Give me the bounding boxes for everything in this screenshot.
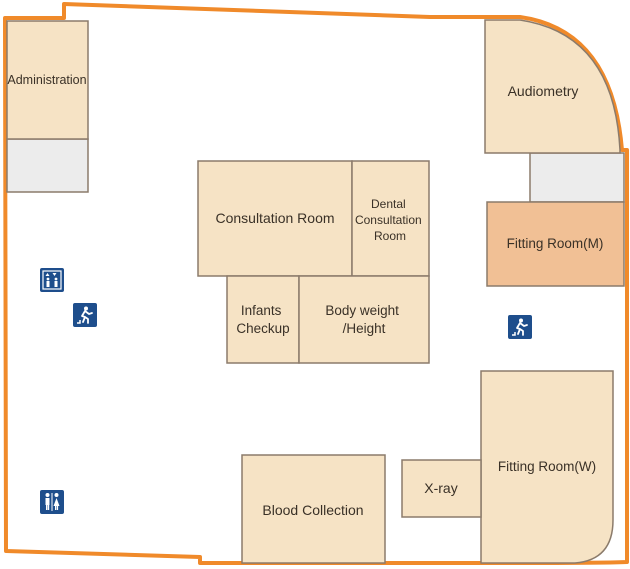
room-label: Checkup: [236, 321, 289, 336]
room-consultation-room[interactable]: Consultation Room: [197, 160, 353, 277]
room-audiometry[interactable]: Audiometry: [484, 19, 621, 154]
svg-text:Administration: Administration: [7, 73, 86, 87]
svg-text:Blood Collection: Blood Collection: [262, 502, 363, 518]
room-administration[interactable]: Administration: [6, 20, 89, 140]
svg-text:Audiometry: Audiometry: [508, 83, 579, 99]
room-label: Administration: [7, 73, 86, 87]
room-dental-consultation-room[interactable]: Dental Consultation Room: [351, 160, 430, 277]
room-label: /Height: [343, 321, 386, 336]
svg-text:X-ray: X-ray: [424, 480, 457, 496]
room-label: X-ray: [424, 480, 457, 496]
svg-text:Fitting Room(W): Fitting Room(W): [498, 459, 596, 474]
room-label: Blood Collection: [262, 502, 363, 518]
room-label: Infants: [241, 303, 282, 318]
svg-text:Dental Consultation: Dental Consultation Room: [355, 197, 425, 243]
room-fitting-room-m[interactable]: Fitting Room(M): [486, 201, 625, 287]
restroom-icon[interactable]: [40, 490, 64, 514]
room-blood-collection[interactable]: Blood Collection: [241, 454, 386, 564]
svg-text:Fitting Room(M): Fitting Room(M): [507, 236, 604, 251]
room-label: Consultation: [355, 213, 422, 227]
room-label: Audiometry: [508, 83, 579, 99]
svg-text:Consultation Room: Consultation Room: [215, 210, 334, 226]
room-x-ray[interactable]: X-ray: [401, 459, 482, 518]
elevator-icon[interactable]: [40, 268, 64, 292]
service-area-left: [6, 138, 89, 193]
room-fitting-room-w[interactable]: Fitting Room(W): [480, 370, 614, 564]
svg-text:Body weight /Height: Body weight /Height: [325, 303, 402, 336]
emergency-exit-icon: [508, 315, 532, 339]
room-label: Body weight: [325, 303, 399, 318]
room-infants-checkup[interactable]: Infants Checkup: [226, 275, 300, 364]
room-body-weight-height[interactable]: Body weight /Height: [298, 275, 430, 364]
room-label: Fitting Room(M): [507, 236, 604, 251]
room-label: Room: [374, 229, 406, 243]
service-area-right: [529, 152, 625, 203]
svg-text:Infants Checkup: Infants Checkup: [236, 303, 289, 336]
room-label: Consultation Room: [215, 210, 334, 226]
room-label: Dental: [371, 197, 406, 211]
emergency-exit-icon: [73, 303, 97, 327]
room-label: Fitting Room(W): [498, 459, 596, 474]
